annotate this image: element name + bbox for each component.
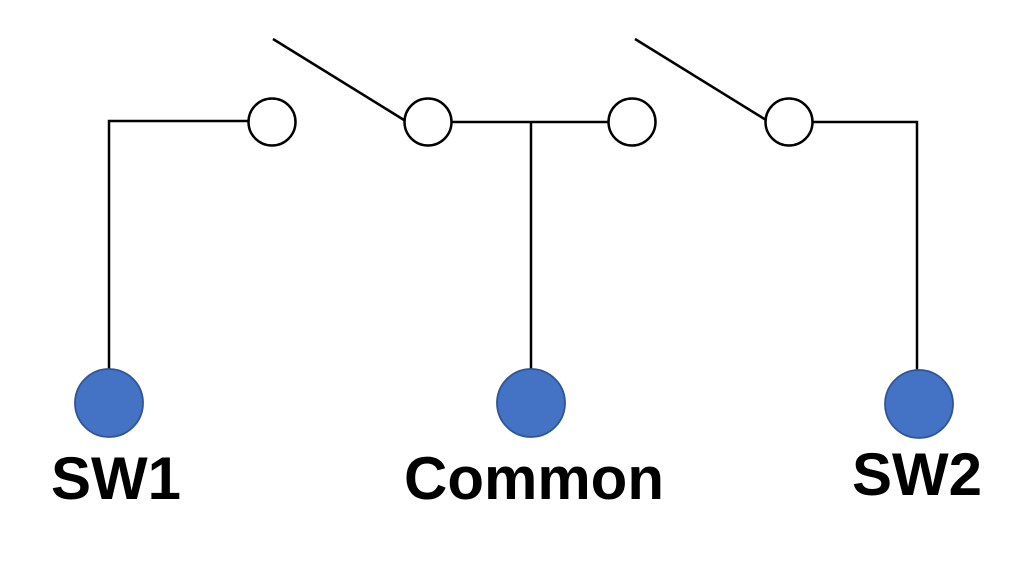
switch1-right-contact-icon	[403, 97, 453, 147]
switch1-blade-icon	[272, 37, 405, 122]
switch2-blade-icon	[634, 37, 767, 122]
sw2-wire	[813, 120, 919, 370]
sw2-label: SW2	[852, 441, 982, 508]
common-terminal-dot-icon	[496, 368, 566, 438]
switch2-left-contact-icon	[607, 97, 657, 147]
sw1-label: SW1	[51, 445, 181, 512]
switch1-left-contact-icon	[247, 97, 297, 147]
switch2-right-contact-icon	[764, 97, 814, 147]
common-label: Common	[404, 445, 664, 512]
sw1-terminal-dot-icon	[74, 368, 144, 438]
sw1-wire	[107, 119, 248, 369]
sw2-terminal-dot-icon	[884, 369, 954, 439]
